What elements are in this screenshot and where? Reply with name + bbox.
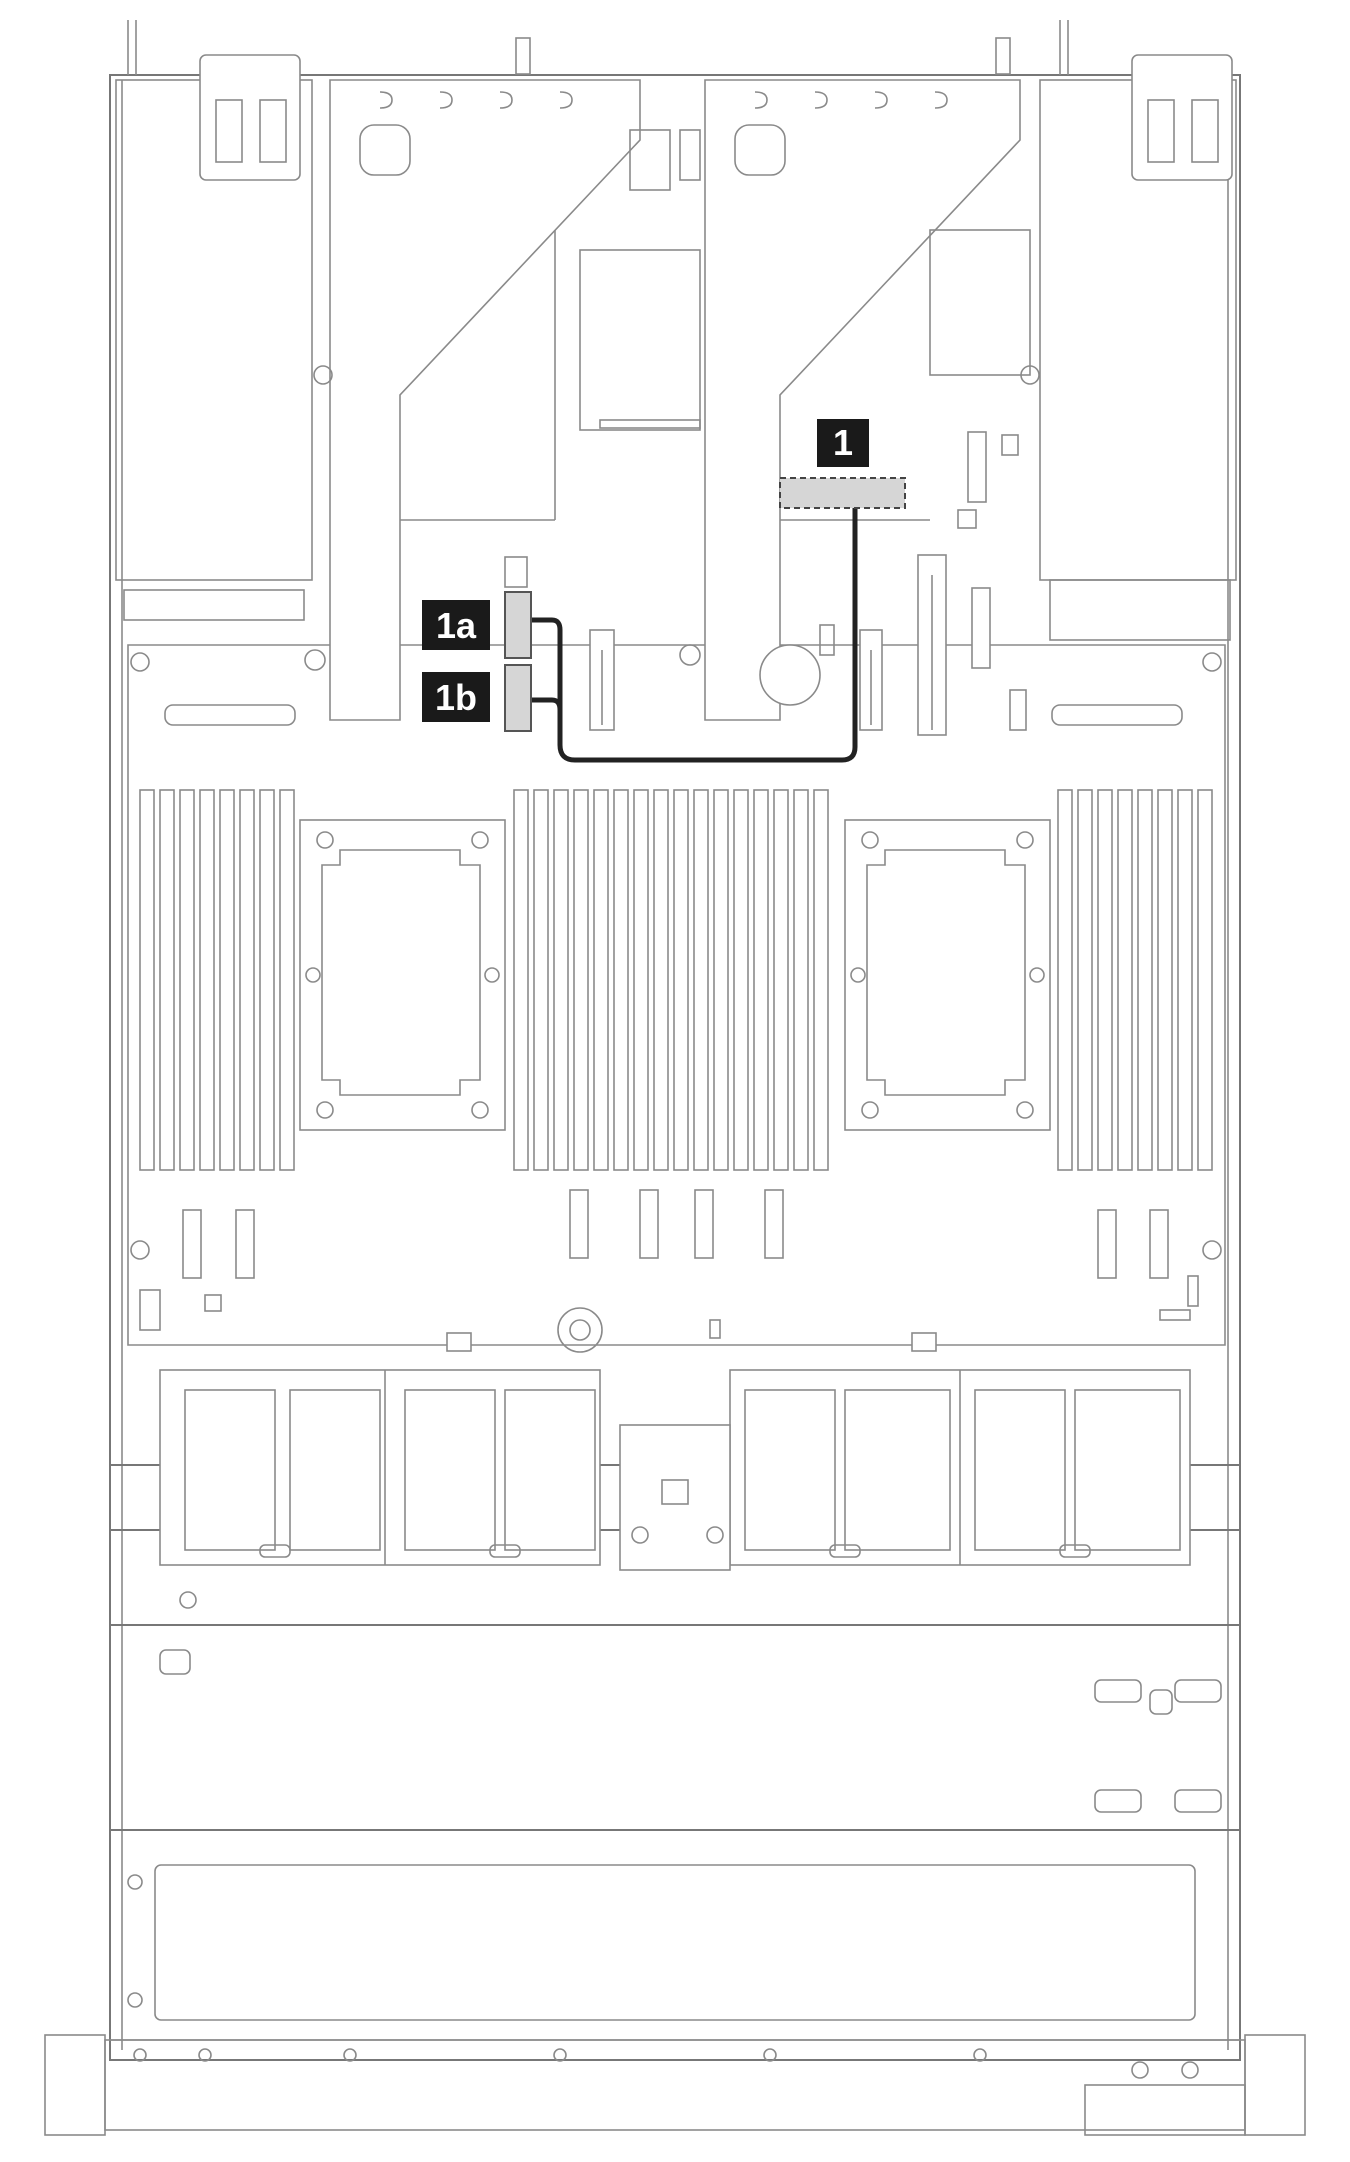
lower-board-connectors (139, 1189, 1199, 1353)
cable-route (530, 505, 858, 763)
callout-1a-bg (422, 600, 490, 650)
callout-1a: 1a (422, 600, 490, 650)
connector-1a (504, 591, 532, 659)
dimm-slots-right (1057, 789, 1213, 1171)
dimm-slots-center (513, 789, 829, 1171)
power-supply-left (115, 54, 313, 621)
system-board (127, 644, 1226, 1346)
callout-1-label: 1 (833, 422, 853, 463)
power-supply-right (1039, 54, 1237, 641)
callout-1b: 1b (422, 672, 490, 722)
riser-cable (530, 505, 858, 763)
callout-1: 1 (817, 419, 869, 467)
chassis (109, 20, 1241, 2061)
callout-1b-label: 1b (435, 677, 477, 718)
dimm-slots-left (139, 789, 295, 1171)
connector-1-riser (779, 477, 906, 509)
board-connector-1b (504, 664, 532, 732)
lower-chassis (44, 1624, 1306, 2136)
connector-1b (504, 664, 532, 732)
riser-connector-outline (779, 477, 906, 509)
callout-1-bg (817, 419, 869, 467)
riser-cable-branch (530, 697, 563, 745)
processor-socket-1 (299, 819, 506, 1131)
processor-socket-2 (844, 819, 1051, 1131)
board-connector-1a (504, 591, 532, 659)
center-board-area (579, 129, 701, 431)
riser-cage-left (304, 79, 641, 721)
callout-1b-bg (422, 672, 490, 722)
board-connectors (504, 431, 1027, 736)
fan-cage (110, 1369, 1240, 1609)
callout-1a-label: 1a (436, 605, 477, 646)
